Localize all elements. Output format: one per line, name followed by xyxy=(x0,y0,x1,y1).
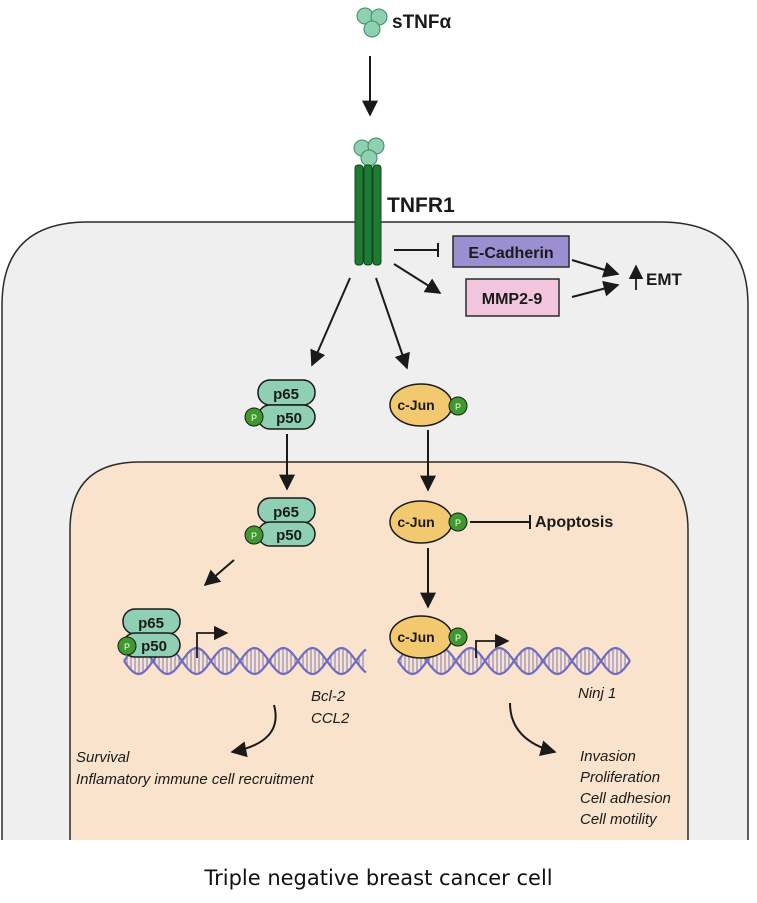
cjun-dna-bound: c-Jun P xyxy=(389,615,468,659)
stnfa-label: sTNFα xyxy=(392,12,452,33)
mmp-box xyxy=(465,278,560,317)
gene-ninj1: Ninj 1 xyxy=(578,685,616,702)
outcome-invasion: Invasion xyxy=(580,748,636,765)
gene-bcl2: Bcl-2 xyxy=(311,688,346,705)
inhibition-apoptosis xyxy=(470,515,531,529)
phospho-label: P xyxy=(455,518,461,528)
transcription-start-arrow-right xyxy=(475,633,510,658)
arrow-left-genes-to-outcomes xyxy=(230,704,277,758)
tnfr1-receptor xyxy=(354,164,382,266)
p65-label: p65 xyxy=(138,615,164,632)
nucleus xyxy=(69,461,689,840)
emt-label: EMT xyxy=(646,270,683,289)
stnfa-ligand xyxy=(356,7,388,38)
nfkb-complex-cytoplasm: p65 p50 P xyxy=(244,379,316,430)
cjun-label: c-Jun xyxy=(397,629,434,645)
gene-ccl2: CCL2 xyxy=(311,710,350,727)
cjun-nucleus: c-Jun P xyxy=(389,500,468,544)
arrow-receptor-to-cjun xyxy=(375,277,410,370)
apoptosis-label: Apoptosis xyxy=(535,514,613,531)
p50-label: p50 xyxy=(276,527,302,544)
arrow-mmp-to-emt xyxy=(571,280,620,298)
tnfr1-label: TNFR1 xyxy=(387,194,455,217)
p65-label: p65 xyxy=(273,504,299,521)
phospho-label: P xyxy=(251,413,257,423)
arrow-receptor-to-nfkb xyxy=(310,277,351,367)
arrow-ecadherin-to-emt xyxy=(571,259,620,278)
outcome-immune-recruitment: Inflamatory immune cell recruitment xyxy=(76,771,314,788)
ecadherin-box xyxy=(452,235,570,268)
transcription-start-arrow-left xyxy=(196,625,229,658)
outcome-survival: Survival xyxy=(76,749,130,766)
outcome-proliferation: Proliferation xyxy=(580,769,660,786)
phospho-label: P xyxy=(251,531,257,541)
dna-strand xyxy=(123,646,367,676)
arrow-nfkb-to-dna xyxy=(203,559,235,587)
outcome-cell-motility: Cell motility xyxy=(580,811,658,828)
arrow-right-genes-to-outcomes xyxy=(509,702,557,757)
inhibition-ecadherin xyxy=(394,243,439,257)
p65-label: p65 xyxy=(273,386,299,403)
p50-label: p50 xyxy=(276,410,302,427)
figure-caption: Triple negative breast cancer cell xyxy=(204,866,553,890)
cjun-label: c-Jun xyxy=(397,397,434,413)
phospho-label: P xyxy=(455,633,461,643)
ecadherin-label: E-Cadherin xyxy=(468,245,553,262)
outcome-cell-adhesion: Cell adhesion xyxy=(580,790,671,807)
bound-ligand xyxy=(353,137,385,167)
nfkb-complex-dna-bound: p65 p50 P xyxy=(117,608,181,658)
cjun-cytoplasm: c-Jun P xyxy=(389,383,468,427)
p50-label: p50 xyxy=(141,638,167,655)
arrow-receptor-to-mmp xyxy=(393,263,442,294)
mmp-label: MMP2-9 xyxy=(482,291,543,308)
phospho-label: P xyxy=(455,402,461,412)
dna-strand xyxy=(397,646,631,676)
nfkb-complex-nucleus: p65 p50 P xyxy=(244,497,316,547)
cjun-label: c-Jun xyxy=(397,514,434,530)
phospho-label: P xyxy=(124,642,130,652)
